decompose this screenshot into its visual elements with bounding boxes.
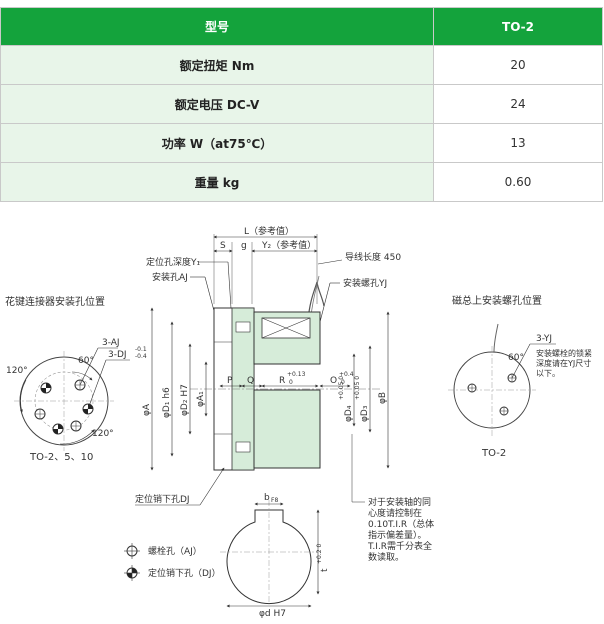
right-angle-60: 60° <box>508 353 524 363</box>
right-note-line: 以下。 <box>536 369 560 378</box>
row-value: 13 <box>433 123 603 163</box>
row-value: 20 <box>433 45 603 85</box>
label-mounting-hole: 安装孔AJ <box>152 271 188 283</box>
housing-thread-view: 磁总上安装螺孔位置 3-YJ 60° 安装螺栓的锁紧 深度请在YJ尺寸 以下。 … <box>448 294 592 459</box>
dim-O-tol: +0.4 <box>339 371 354 378</box>
note-line: 心度请控制在 <box>368 507 422 519</box>
dim-S: S <box>220 241 226 251</box>
dim-O: O <box>330 376 337 386</box>
dim-g: g <box>241 241 247 251</box>
right-view-title: 磁总上安装螺孔位置 <box>452 294 542 307</box>
bolt-hole-icon <box>70 420 82 432</box>
dim-phiD1: φD₁ h6 <box>162 387 172 418</box>
right-caption: TO-2 <box>481 448 506 459</box>
dim-P: P <box>227 376 233 386</box>
legend-pin-label: 定位销下孔（DJ） <box>148 567 221 579</box>
bolt-hole-icon <box>34 408 46 420</box>
spec-table: 型号 TO-2 额定扭矩 Nm 20 额定电压 DC-V 24 功率 W（at7… <box>0 7 603 202</box>
dim-phiB: φB <box>378 392 388 404</box>
lead-length-label: 导线长度 450 <box>345 251 401 263</box>
thread-hole-icon <box>499 406 509 416</box>
spec-row-torque: 额定扭矩 Nm 20 <box>0 45 603 85</box>
label-locating-depth: 定位孔深度Y₁ <box>146 256 200 268</box>
pin-hole-icon <box>124 565 140 581</box>
dim-Y2: Y₂（参考值） <box>261 239 316 251</box>
spec-table-header: 型号 TO-2 <box>0 7 603 46</box>
spline-hole-view: 花键连接器安装孔位置 3-AJ 3-DJ -0.1 -0.4 60° 120° … <box>5 295 147 463</box>
dim-t: t <box>320 568 330 572</box>
dim-phiA1: φA₁ <box>196 391 206 407</box>
dim-phid: φd H7 <box>259 609 286 619</box>
thread-hole-icon <box>467 383 477 393</box>
row-label: 额定扭矩 Nm <box>0 45 434 85</box>
left-3dj-label: 3-DJ <box>108 350 127 360</box>
left-3dj-tol-upper: -0.1 <box>135 346 147 353</box>
dim-O-tol0: 0 <box>341 379 345 386</box>
dim-phiD3-tol: +0.05 0 <box>354 376 361 400</box>
dim-phiD4-tol: +0.05 0 <box>338 376 345 400</box>
dim-R-tol0: 0 <box>289 379 293 386</box>
spec-row-power: 功率 W（at75℃） 13 <box>0 123 603 163</box>
dim-t-tol: +0.2 0 <box>316 544 323 564</box>
dim-phiD4: φD₄ <box>344 405 354 422</box>
technical-drawing: 花键连接器安装孔位置 3-AJ 3-DJ -0.1 -0.4 60° 120° … <box>5 225 592 619</box>
legend-bolt-label: 螺栓孔（AJ） <box>148 545 202 557</box>
left-angle-120b: 120° <box>92 429 114 439</box>
keyway-view: b F8 t +0.2 0 φd H7 <box>220 493 330 619</box>
right-note-line: 安装螺栓的锁紧 <box>536 348 592 358</box>
dim-L: L（参考值） <box>244 225 294 237</box>
section-view: L（参考值） S g Y₂（参考值） 导线长度 450 定位孔深度Y₁ 安装孔A… <box>135 225 434 563</box>
dim-phiD3: φD₃ <box>360 405 370 422</box>
pin-hole-icon <box>40 382 52 394</box>
spec-row-voltage: 额定电压 DC-V 24 <box>0 84 603 124</box>
pin-hole-icon <box>52 423 64 435</box>
spec-row-weight: 重量 kg 0.60 <box>0 162 603 202</box>
left-angle-120a: 120° <box>6 366 28 376</box>
row-label: 功率 W（at75℃） <box>0 123 434 163</box>
left-angle-60: 60° <box>78 356 94 366</box>
left-view-title: 花键连接器安装孔位置 <box>5 295 105 308</box>
right-3yj-label: 3-YJ <box>536 334 552 344</box>
right-note-line: 深度请在YJ尺寸 <box>536 358 591 368</box>
note-line: 0.10T.I.R（总体 <box>368 518 434 530</box>
note-line: 指示偏差量）。 <box>368 529 427 541</box>
note-line: T.I.R需千分表全 <box>367 540 432 552</box>
dim-phiA: φA <box>142 403 152 416</box>
header-model-value: TO-2 <box>433 7 603 46</box>
row-label: 额定电压 DC-V <box>0 84 434 124</box>
dim-phiD2: φD₂ H7 <box>180 384 190 416</box>
dim-R: R <box>279 376 285 386</box>
legend: 螺栓孔（AJ） 定位销下孔（DJ） <box>124 543 221 581</box>
row-label: 重量 kg <box>0 162 434 202</box>
left-3dj-tol-lower: -0.4 <box>135 353 147 360</box>
row-value: 24 <box>433 84 603 124</box>
clutch-body <box>190 307 380 471</box>
dim-b: b <box>264 493 270 503</box>
header-model-label: 型号 <box>0 7 434 46</box>
dim-Q: Q <box>247 376 254 386</box>
right-note: 安装螺栓的锁紧 深度请在YJ尺寸 以下。 <box>536 348 592 378</box>
note-line: 对于安装轴的同 <box>368 496 431 508</box>
dim-b-tol: F8 <box>271 497 278 504</box>
concentricity-note: 对于安装轴的同 心度请控制在 0.10T.I.R（总体 指示偏差量）。 T.I.… <box>367 496 434 563</box>
label-pin-hole: 定位销下孔DJ <box>135 493 190 505</box>
note-line: 数读取。 <box>368 551 404 563</box>
bolt-hole-icon <box>124 543 140 559</box>
label-mounting-thread: 安装螺孔YJ <box>343 277 387 289</box>
row-value: 0.60 <box>433 162 603 202</box>
left-caption: TO-2、5、10 <box>29 452 93 463</box>
left-3aj-label: 3-AJ <box>102 338 120 348</box>
dim-R-tol: +0.13 <box>287 371 306 378</box>
